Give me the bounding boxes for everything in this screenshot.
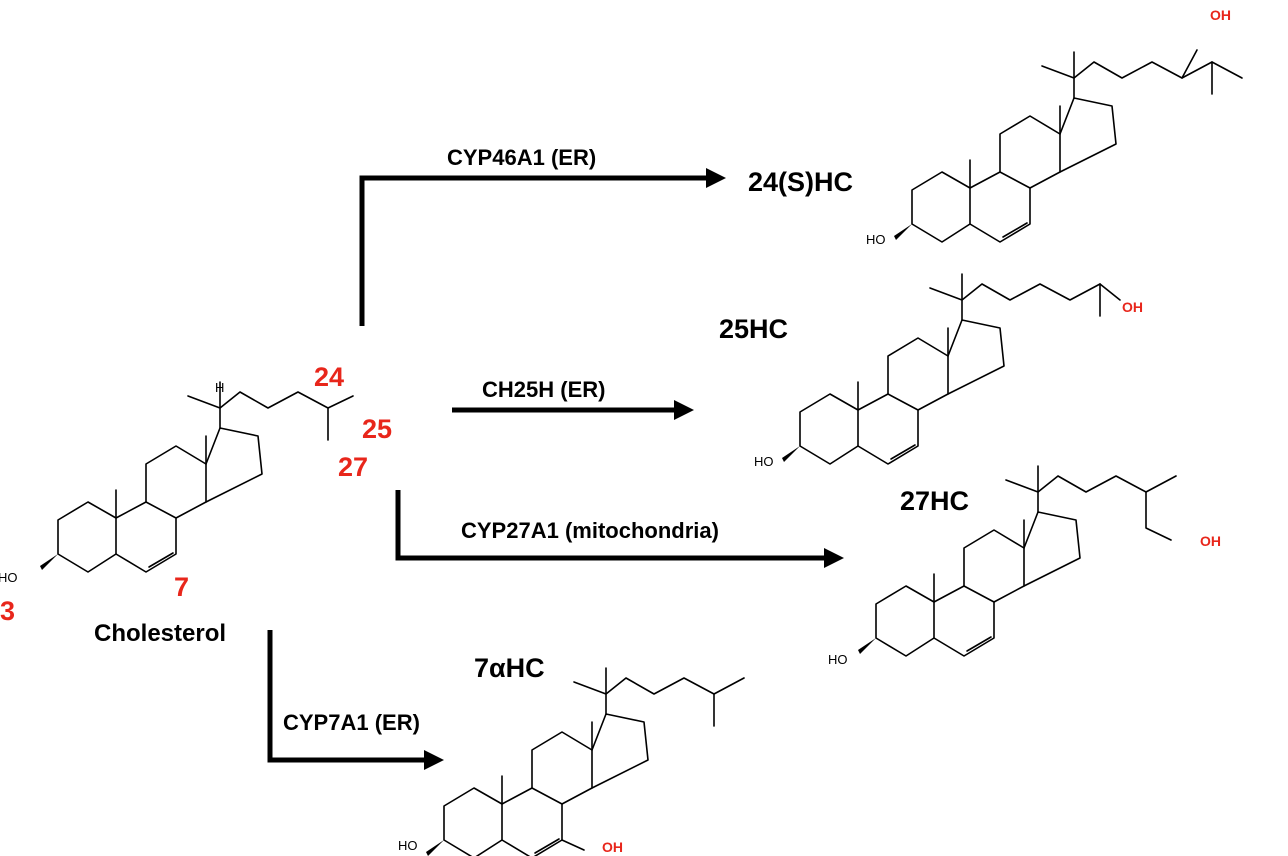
arrow-ch25h: [452, 400, 694, 420]
enzyme-cyp7a1: CYP7A1 (ER): [283, 710, 420, 735]
7ahc-ho: HO: [398, 838, 418, 853]
24shc-oh: OH: [1210, 7, 1231, 23]
25hc-ho: HO: [754, 454, 774, 469]
position-3: 3: [0, 596, 15, 626]
enzyme-cyp46a1: CYP46A1 (ER): [447, 145, 596, 170]
arrow-cyp7a1: [267, 630, 444, 770]
product-25hc: 25HC: [719, 314, 788, 344]
position-7: 7: [174, 572, 189, 602]
27hc-ho: HO: [828, 652, 848, 667]
enzyme-cyp27a1: CYP27A1 (mitochondria): [461, 518, 719, 543]
arrow-cyp46a1: [359, 168, 726, 326]
position-27: 27: [338, 452, 368, 482]
25hc-oh: OH: [1122, 299, 1143, 315]
7ahc-oh: OH: [602, 839, 623, 855]
structure-7ahc: [426, 667, 745, 856]
24shc-ho: HO: [866, 232, 886, 247]
cholesterol-structure: [40, 381, 354, 573]
structure-25hc: [782, 273, 1121, 465]
structure-27hc: [858, 465, 1177, 657]
product-27hc: 27HC: [900, 486, 969, 516]
cholesterol-h-top: H: [215, 380, 224, 395]
arrow-cyp27a1: [395, 490, 844, 568]
structure-24shc: [894, 49, 1243, 243]
position-25: 25: [362, 414, 392, 444]
product-24shc: 24(S)HC: [748, 167, 853, 197]
enzyme-ch25h: CH25H (ER): [482, 377, 605, 402]
27hc-oh: OH: [1200, 533, 1221, 549]
cholesterol-ho: HO: [0, 570, 18, 585]
cholesterol-label: Cholesterol: [94, 620, 226, 647]
product-7ahc: 7αHC: [474, 653, 545, 683]
position-24: 24: [314, 362, 344, 392]
